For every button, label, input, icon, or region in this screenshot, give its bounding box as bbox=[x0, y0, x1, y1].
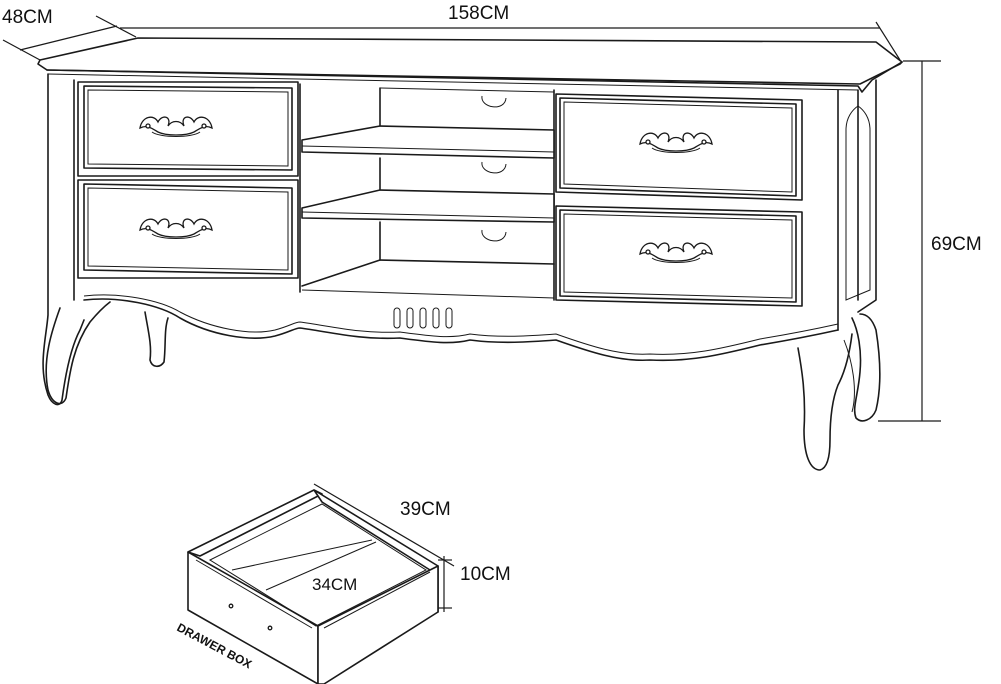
drawer-length-label: 39CM bbox=[400, 499, 451, 520]
left-back-leg bbox=[144, 311, 169, 368]
vent-slots bbox=[393, 307, 453, 329]
cable-hole-top bbox=[481, 95, 507, 108]
right-back-leg bbox=[851, 313, 881, 422]
cable-hole-bottom bbox=[481, 229, 507, 242]
right-front-leg bbox=[797, 333, 853, 471]
ornate-handle-icon bbox=[139, 116, 213, 137]
depth-label: 48CM bbox=[2, 7, 53, 28]
side-panel-molding bbox=[845, 105, 871, 301]
cabinet-apron bbox=[83, 298, 839, 362]
drawer-knob-hole bbox=[267, 625, 273, 631]
left-front-leg bbox=[45, 301, 111, 405]
width-label: 158CM bbox=[448, 3, 509, 24]
width-dimension bbox=[120, 21, 901, 61]
drawer-knob-hole bbox=[228, 603, 234, 609]
upper-shelf bbox=[301, 125, 555, 159]
height-dimension bbox=[878, 60, 941, 422]
depth-dimension bbox=[2, 15, 137, 61]
height-label: 69CM bbox=[931, 234, 982, 255]
cable-hole-middle bbox=[481, 161, 507, 174]
cabinet-top bbox=[37, 37, 903, 85]
ornate-handle-icon bbox=[639, 242, 713, 263]
cabinet-front-outline bbox=[42, 73, 85, 406]
cabinet bbox=[37, 37, 903, 471]
drawer-inner-width-label: 34CM bbox=[312, 575, 357, 594]
drawer-height-label: 10CM bbox=[460, 564, 511, 585]
center-shelf-unit bbox=[299, 83, 555, 329]
drawer-box-front bbox=[187, 551, 319, 684]
drawer-box-illustration bbox=[187, 483, 455, 684]
ornate-handle-icon bbox=[639, 132, 713, 153]
ornate-handle-icon bbox=[139, 218, 213, 239]
